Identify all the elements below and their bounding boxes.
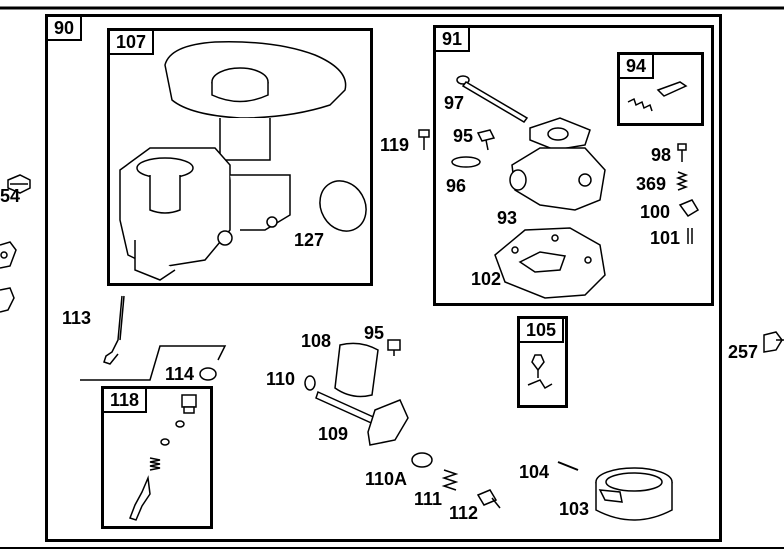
group-105-label: 105 — [520, 319, 565, 343]
part-label-93: 93 — [497, 208, 518, 228]
part-label-369: 369 — [636, 174, 667, 194]
part-label-54: 54 — [0, 186, 21, 206]
float-103-drawing — [595, 467, 673, 521]
washer-110A-drawing — [411, 452, 433, 468]
part-label-104: 104 — [519, 462, 550, 482]
pin-104-drawing — [557, 461, 579, 471]
part-label-101: 101 — [650, 228, 681, 248]
screw-97-drawing — [456, 75, 529, 123]
part-label-97: 97 — [444, 93, 465, 113]
part-label-112: 112 — [449, 503, 479, 523]
part-label-103: 103 — [559, 499, 590, 519]
needle-113-drawing — [80, 295, 227, 381]
screw-95-drawing — [476, 129, 496, 151]
part-label-109: 109 — [318, 424, 349, 444]
ring-110-drawing — [304, 375, 316, 391]
part-label-127: 127 — [294, 230, 325, 250]
upper-body-93-drawing — [509, 117, 606, 211]
part-label-98: 98 — [651, 145, 672, 165]
part-label-119: 119 — [380, 135, 410, 155]
part-label-114: 114 — [165, 364, 195, 384]
plate-108-drawing — [334, 342, 379, 398]
bolt-54-drawing — [7, 174, 31, 194]
group-94-label: 94 — [620, 55, 655, 79]
spring-111-drawing — [441, 469, 459, 491]
group-91-label: 91 — [436, 28, 471, 52]
group-90-box: 90 — [45, 14, 722, 542]
needle-94-drawing — [627, 81, 688, 112]
part-label-257: 257 — [728, 342, 759, 362]
part-label-95-lower: 95 — [364, 323, 385, 343]
group-118-box: 118 — [101, 386, 213, 529]
group-90-label: 90 — [48, 17, 83, 41]
screw-119-drawing — [418, 129, 430, 150]
screw-112-drawing — [476, 489, 501, 509]
gasket-127-drawing — [319, 180, 367, 232]
part-label-110A: 110A — [365, 469, 408, 489]
part-label-108: 108 — [301, 331, 332, 351]
carburetor-body-107-drawing — [119, 41, 347, 281]
gasket-left-drawing — [0, 241, 17, 313]
needle-105-drawing — [527, 354, 553, 390]
group-105-box: 105 — [517, 316, 568, 408]
part-label-102: 102 — [471, 269, 502, 289]
part-label-96: 96 — [446, 176, 467, 196]
washer-96-drawing — [451, 156, 481, 168]
shaft-109-drawing — [315, 390, 409, 446]
part-label-111: 111 — [414, 489, 443, 509]
gasket-102-drawing — [494, 227, 606, 299]
part-label-100: 100 — [640, 202, 671, 222]
ring-114-drawing — [199, 367, 217, 381]
group-107-label: 107 — [110, 31, 155, 55]
group-118-label: 118 — [104, 389, 148, 413]
part-label-95-upper: 95 — [453, 126, 474, 146]
part-label-110: 110 — [266, 369, 296, 389]
group-107-box: 107 — [107, 28, 373, 286]
group-91-box: 91 — [433, 25, 714, 306]
group-94-box: 94 — [617, 52, 704, 126]
parts-118-drawing — [129, 394, 197, 521]
spring-369-drawing — [675, 171, 689, 191]
screw-95b-drawing — [387, 339, 401, 356]
bolt-257-drawing — [763, 331, 784, 353]
screw-98-drawing — [677, 143, 687, 162]
pin-101-drawing — [687, 228, 693, 244]
part-label-113: 113 — [62, 308, 92, 328]
part-100-drawing — [678, 199, 700, 217]
